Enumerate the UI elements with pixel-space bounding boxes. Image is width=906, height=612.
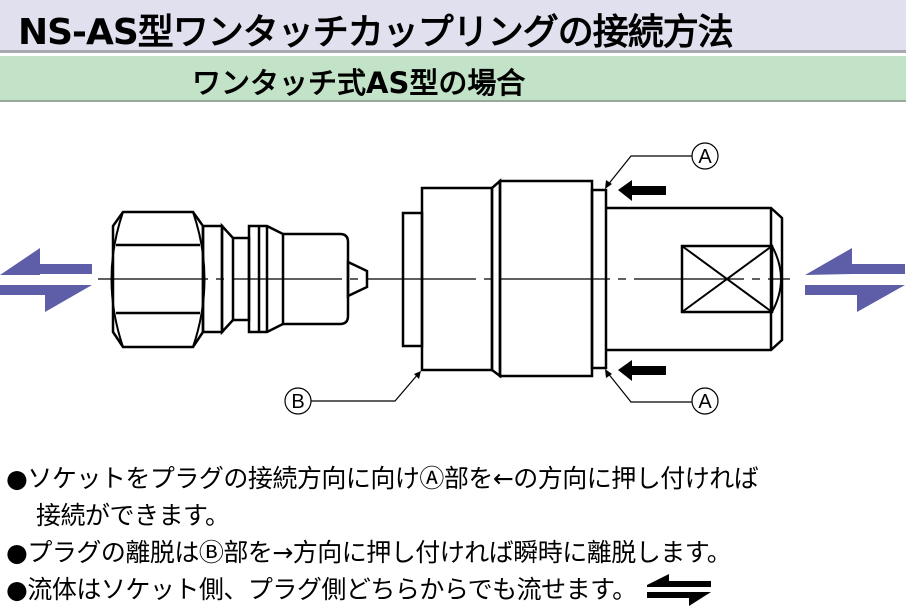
plug (110, 210, 369, 349)
flow-arrow-left-icon (0, 248, 92, 312)
plug-tip (346, 260, 369, 298)
label-a-top: A (691, 142, 719, 170)
note-line-3: ●流体はソケット側、プラグ側どちらからでも流せます。 (6, 575, 637, 604)
subtitle-band: ワンタッチ式AS型の場合 (0, 56, 906, 102)
label-a-top-text: A (698, 146, 712, 168)
flow-arrow-right-icon (805, 248, 905, 312)
page-title: NS-AS型ワンタッチカップリングの接続方法 (18, 12, 734, 53)
label-b: B (284, 387, 312, 415)
label-a-bottom-text: A (698, 391, 712, 413)
leader-arrowheads (414, 180, 612, 379)
label-a-bottom: A (691, 387, 719, 415)
socket (401, 178, 784, 379)
push-arrow-bottom-icon (618, 360, 666, 381)
bidirectional-flow-icon (646, 573, 711, 606)
note-line-2: ●プラグの離脱はⒷ部を→方向に押し付ければ瞬時に離脱します。 (6, 538, 732, 567)
note-line-1: ●ソケットをプラグの接続方向に向けⒶ部を←の方向に押し付ければ (6, 464, 759, 493)
socket-flat-square (680, 244, 774, 314)
socket-ring-a (590, 188, 608, 370)
note-line-1-cont: 接続ができます。 (36, 501, 230, 530)
section-subtitle: ワンタッチ式AS型の場合 (192, 66, 526, 100)
coupling-diagram: A A B (0, 142, 905, 415)
title-band: NS-AS型ワンタッチカップリングの接続方法 (0, 0, 906, 53)
push-arrow-top-icon (618, 180, 666, 201)
instruction-notes: ●ソケットをプラグの接続方向に向けⒶ部を←の方向に押し付ければ 接続ができます。… (6, 460, 759, 608)
label-b-text: B (291, 391, 304, 413)
leader-lines (311, 155, 692, 403)
